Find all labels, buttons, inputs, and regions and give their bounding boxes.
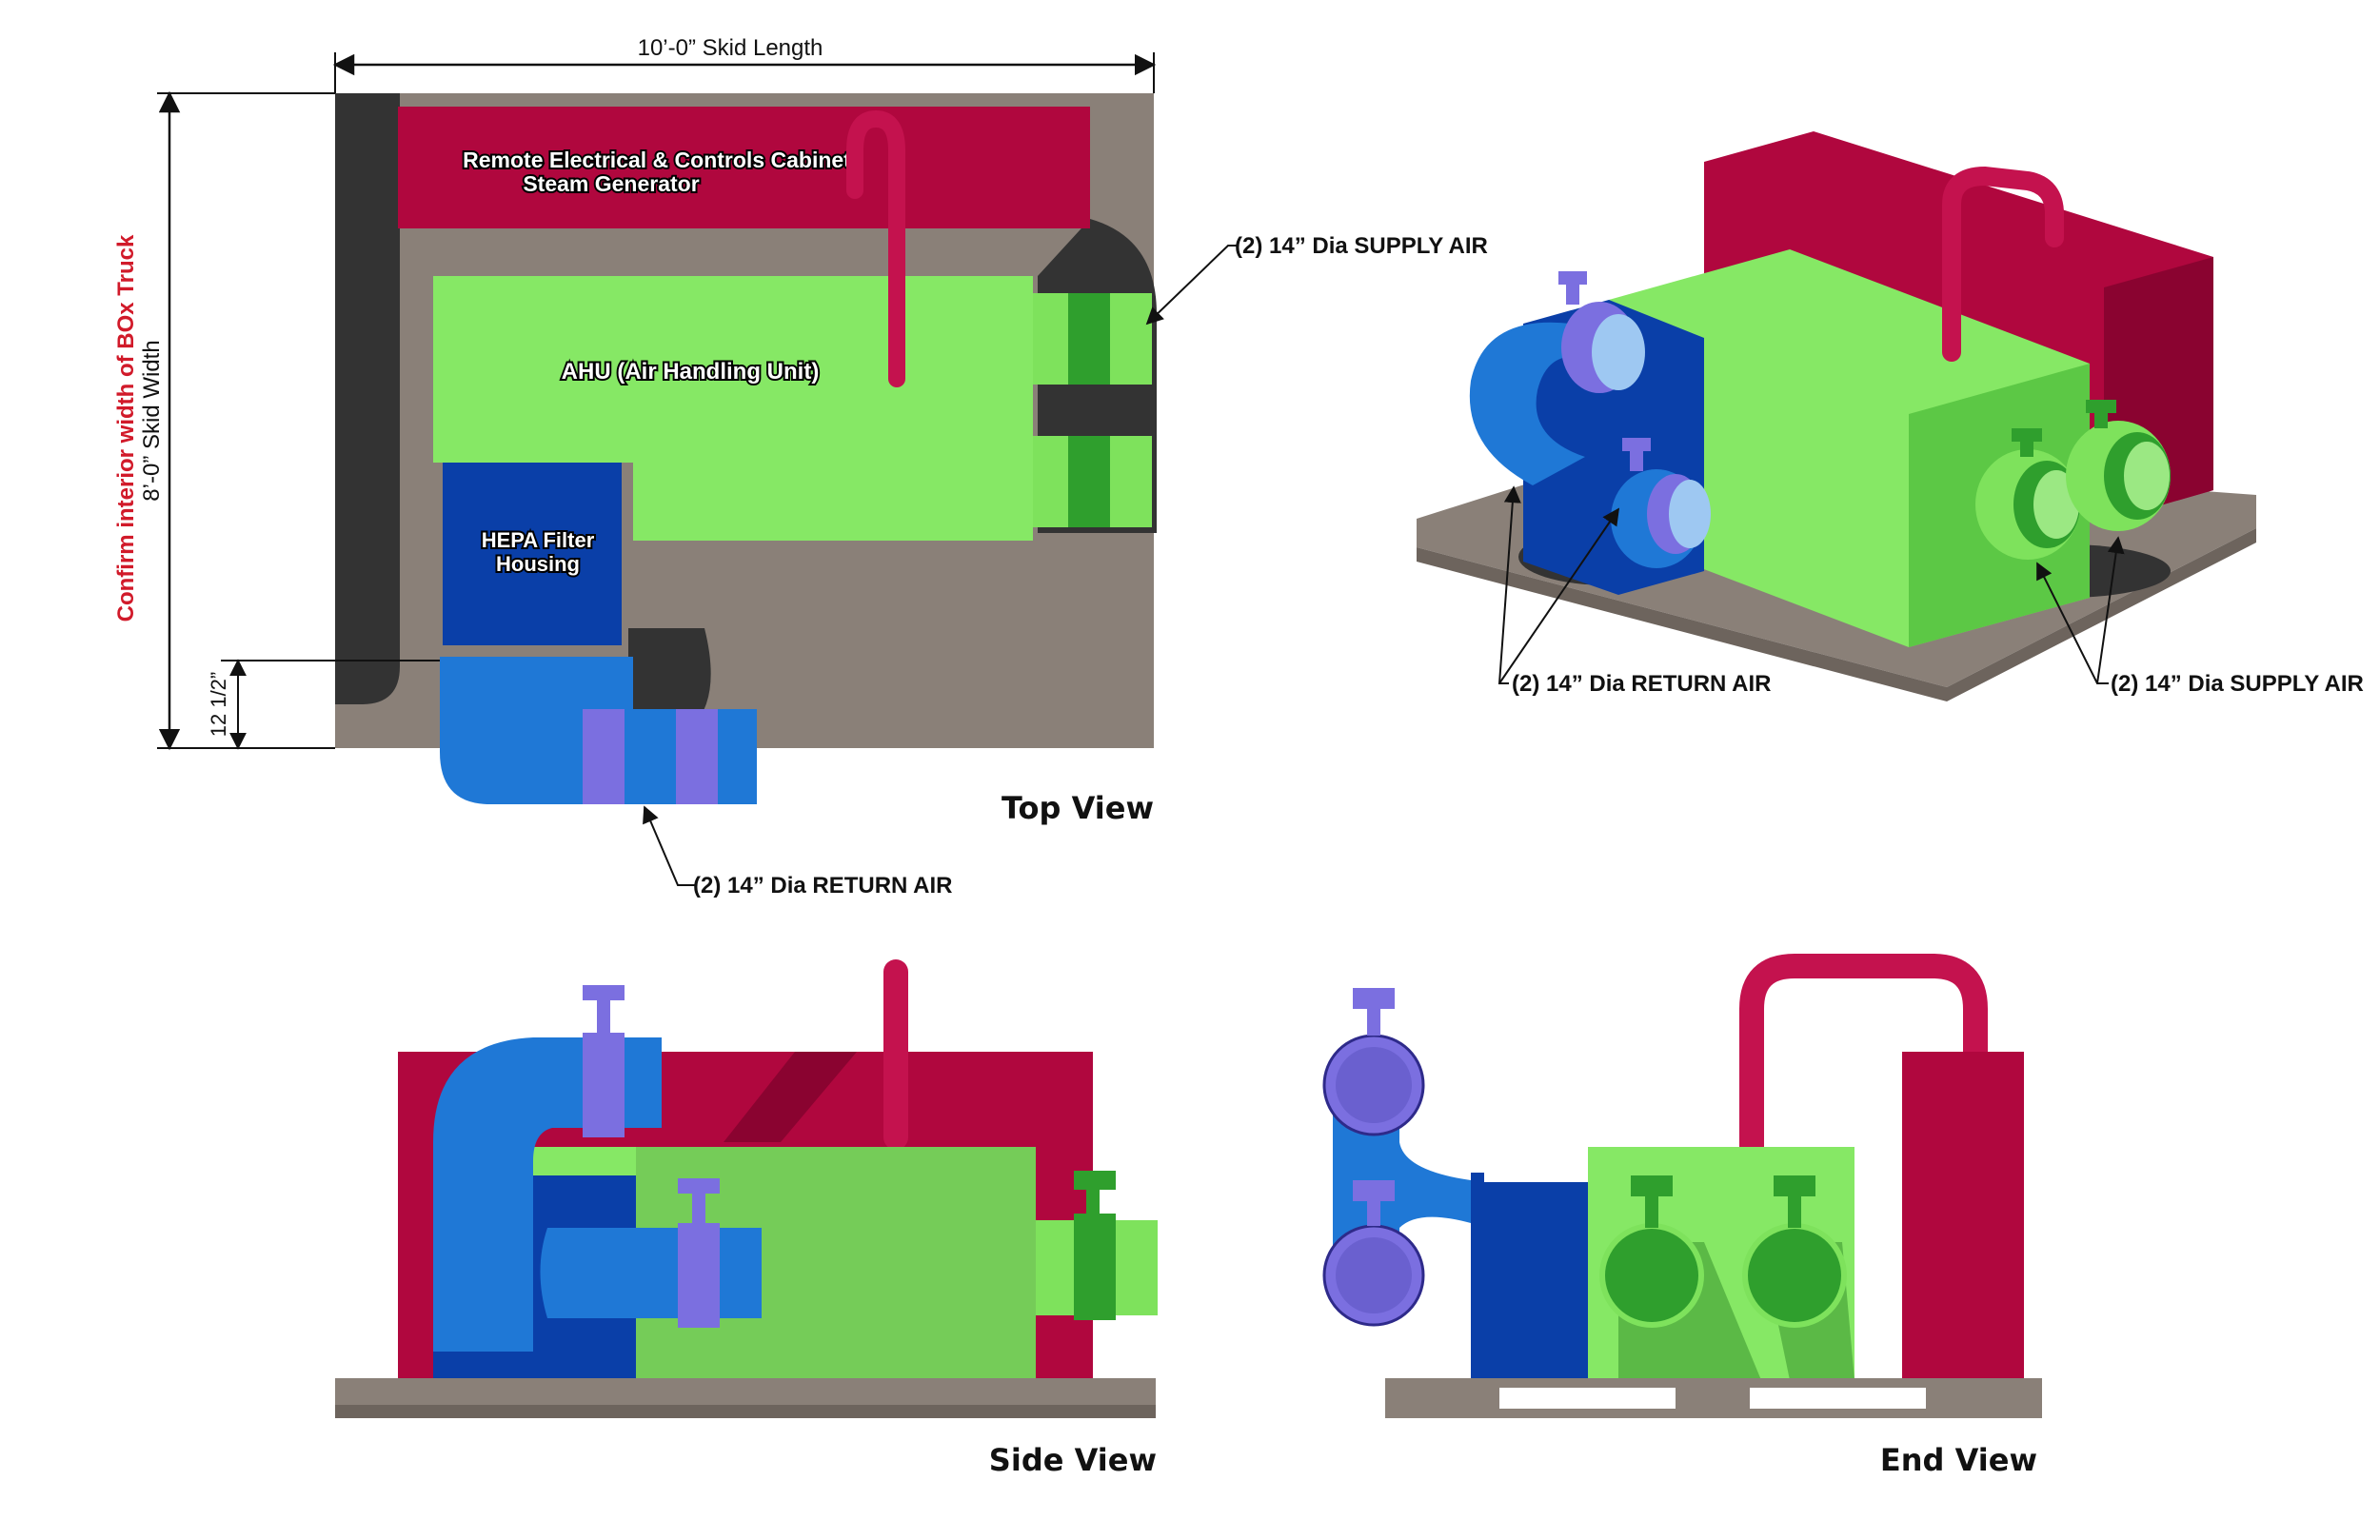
end-view: End View xyxy=(1322,954,2042,1478)
shadow xyxy=(628,628,711,733)
end-supply-ports xyxy=(1599,1175,1847,1328)
side-view-title: Side View xyxy=(989,1442,1157,1478)
end-skid xyxy=(1385,1378,2042,1418)
cabinet-label-line2: Steam Generator xyxy=(523,171,699,196)
end-cabinet xyxy=(1902,1052,2024,1380)
iso-return-leader-b xyxy=(1498,507,1620,684)
iso-supply-leader-b xyxy=(2096,536,2125,684)
end-hepa xyxy=(1471,1182,1588,1380)
confirm-truck-width-note: Confirm interior width of BOx Truck xyxy=(113,234,139,622)
isometric-view: (2) 14” Dia RETURN AIR (2) 14” Dia SUPPL… xyxy=(1417,131,2364,701)
cabinet-label-line1: Remote Electrical & Controls Cabinet xyxy=(463,148,851,172)
supply-callout-leader xyxy=(1145,245,1238,326)
steam-pipe xyxy=(846,109,905,387)
ahu-label: AHU (Air Handling Unit) xyxy=(562,359,820,385)
skid-width-label: 8’-0” Skid Width xyxy=(139,340,165,501)
return-air-pipes-top xyxy=(440,657,757,804)
side-view: Side View xyxy=(335,959,1158,1478)
end-steam-pipe xyxy=(1739,954,1988,1147)
side-steam-pipe xyxy=(883,959,908,1150)
supply-air-pipes-top xyxy=(1033,293,1152,527)
offset-dimension-label: 12 1/2” xyxy=(207,672,230,738)
top-view-title: Top View xyxy=(1002,790,1154,826)
control-cabinet xyxy=(398,107,1090,228)
return-callout-leader xyxy=(643,805,695,886)
iso-steam-pipe xyxy=(1942,166,2064,362)
hepa-housing xyxy=(443,463,622,645)
supply-air-callout-iso: (2) 14” Dia SUPPLY AIR xyxy=(2111,671,2364,697)
return-air-callout-top: (2) 14” Dia RETURN AIR xyxy=(693,873,952,898)
side-return-pipes xyxy=(433,985,762,1352)
side-supply-pipe xyxy=(1036,1171,1158,1320)
skid-length-label: 10’-0” Skid Length xyxy=(638,35,823,61)
return-air-callout-iso: (2) 14” Dia RETURN AIR xyxy=(1512,671,1771,697)
side-skid xyxy=(335,1378,1156,1405)
top-view: Remote Electrical & Controls Cabinet Ste… xyxy=(113,35,1488,898)
end-return-pipes xyxy=(1322,988,1471,1327)
iso-return-pipes xyxy=(1469,271,1711,568)
hepa-label-line1: HEPA Filter xyxy=(482,528,595,552)
end-view-title: End View xyxy=(1880,1442,2037,1478)
iso-supply-pipes xyxy=(1975,400,2171,560)
supply-air-callout-top: (2) 14” Dia SUPPLY AIR xyxy=(1235,233,1488,259)
hepa-label-line2: Housing xyxy=(496,552,580,576)
shadow xyxy=(335,93,400,704)
ahu-unit xyxy=(433,276,1033,541)
